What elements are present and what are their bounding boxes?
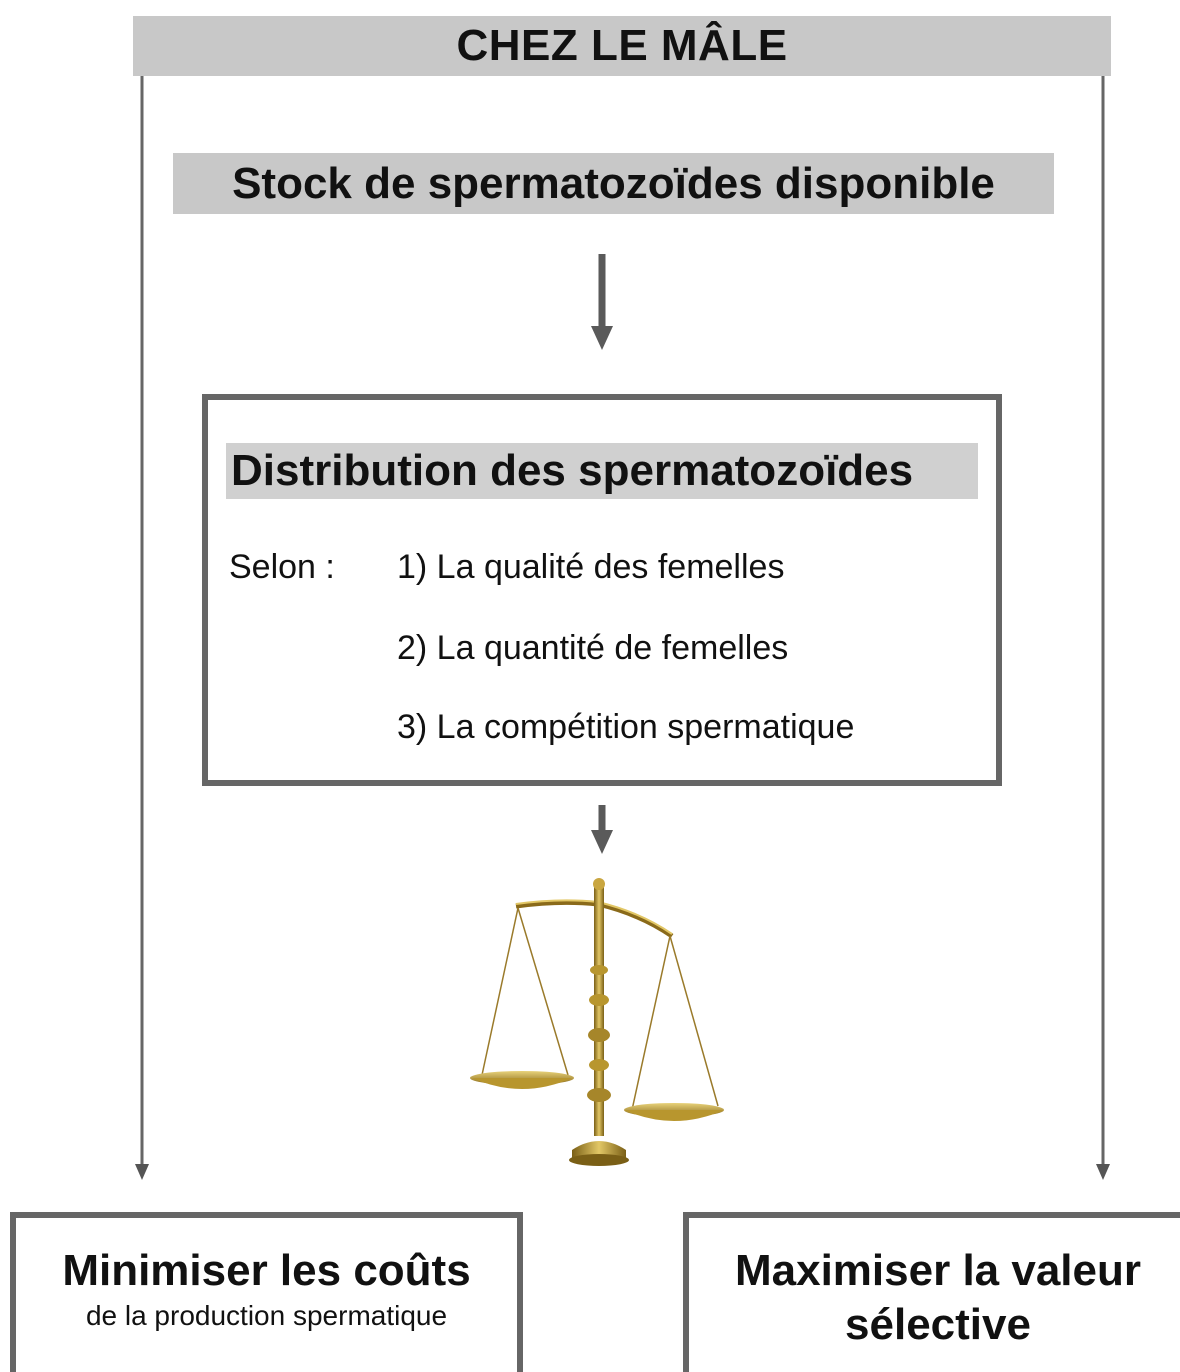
outcome-right-title-line1: Maximiser la valeur: [734, 1246, 1141, 1295]
stock-to-distribution-arrowhead: [591, 326, 613, 350]
outcome-box-left: [10, 1212, 523, 1372]
criterion-item: 3) La compétition spermatique: [397, 708, 855, 746]
right-connector-arrowhead: [1096, 1164, 1110, 1180]
diagram-header: CHEZ LE MÂLE: [133, 16, 1111, 76]
outcome-left-subtitle: de la production spermatique: [85, 1300, 448, 1331]
outcome-box-right: [683, 1212, 1180, 1372]
criterion-item: 1) La qualité des femelles: [397, 548, 785, 586]
distribution-title-box: Distribution des spermatozoïdes: [226, 443, 978, 499]
outcome-right-title-line2: sélective: [845, 1300, 1031, 1349]
balance-scale-icon: [470, 878, 724, 1166]
stock-label: Stock de spermatozoïdes disponible: [232, 158, 995, 208]
distribution-to-balance-arrowhead: [591, 830, 613, 854]
criterion-item: 2) La quantité de femelles: [397, 629, 789, 667]
diagram-header-title: CHEZ LE MÂLE: [456, 21, 788, 70]
stock-label-box: Stock de spermatozoïdes disponible: [173, 153, 1054, 214]
selon-label: Selon :: [229, 548, 335, 586]
outcome-left-title: Minimiser les coûts: [62, 1246, 471, 1295]
distribution-title: Distribution des spermatozoïdes: [231, 446, 914, 495]
left-connector-arrowhead: [135, 1164, 149, 1180]
